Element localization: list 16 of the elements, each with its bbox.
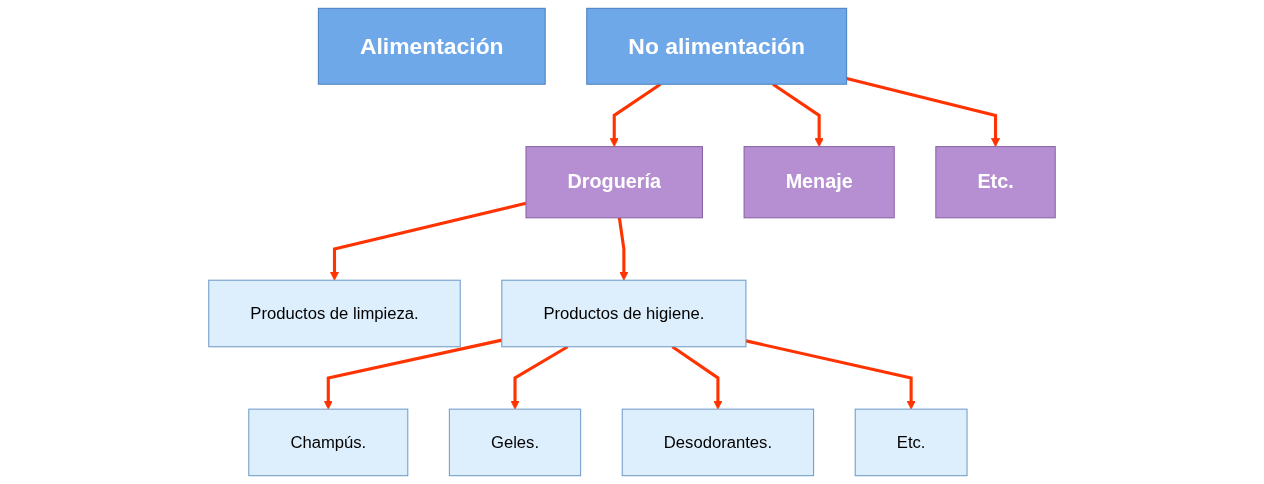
node-box: Productos de limpieza.	[208, 279, 461, 348]
arrow	[846, 76, 1001, 147]
node-box: Alimentación	[317, 7, 546, 85]
node-box: Droguería	[525, 146, 703, 219]
node-box: Etc.	[935, 146, 1056, 219]
node-box: Geles.	[448, 408, 582, 477]
arrow	[510, 345, 569, 410]
arrow	[745, 339, 916, 410]
arrow	[671, 345, 723, 410]
node-box: Productos de higiene.	[501, 279, 747, 348]
node-box: No alimentación	[586, 7, 848, 85]
arrow	[617, 217, 629, 281]
node-box: Etc.	[854, 408, 968, 477]
node-box: Menaje	[743, 146, 895, 219]
node-box: Champús.	[248, 408, 409, 477]
node-box: Desodorantes.	[621, 408, 815, 477]
